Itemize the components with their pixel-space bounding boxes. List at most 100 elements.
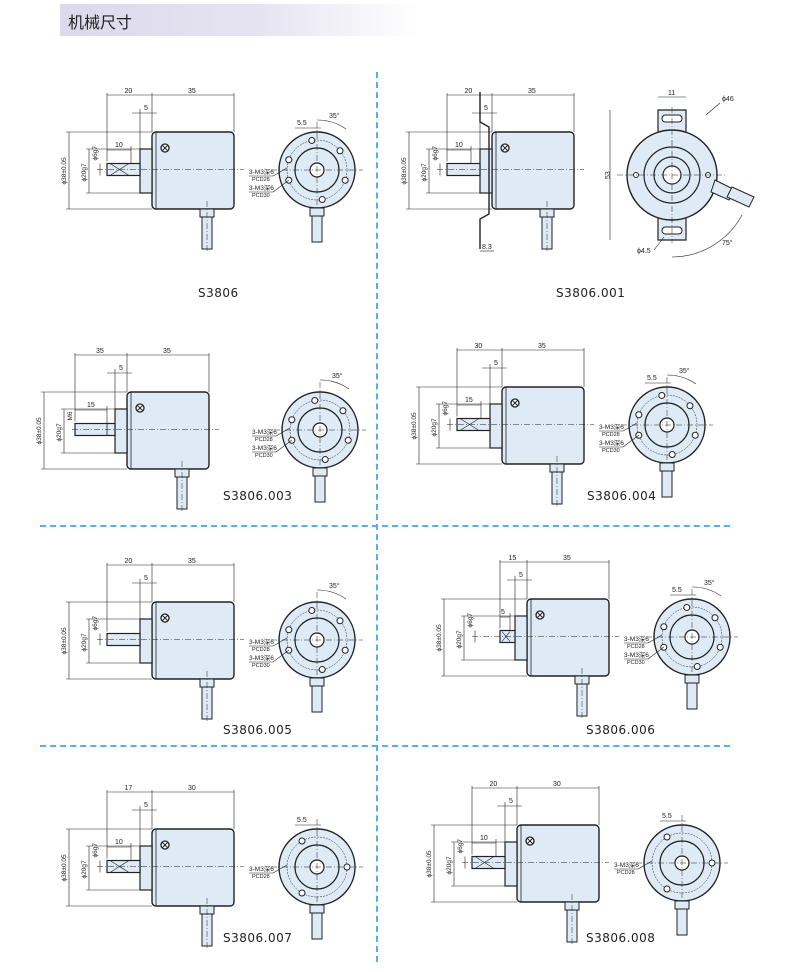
dim-shaft-dia: ϕ6g7: [92, 616, 99, 631]
cable: [676, 908, 688, 936]
dim-top-left: 20: [490, 781, 498, 788]
dim-top-left: 20: [465, 88, 473, 95]
dim-body-dia: ϕ38±0.05: [61, 157, 68, 184]
dim-body-dia: ϕ38±0.05: [411, 412, 418, 439]
dim-step: 5: [519, 572, 523, 579]
section-title: 机械尺寸: [68, 13, 133, 32]
model-label: S3806.003: [223, 489, 293, 503]
dim-offset: 5.5: [672, 587, 682, 594]
mount-hole: [693, 663, 701, 671]
dim-spigot-dia: ϕ20g7: [56, 423, 63, 441]
cable: [686, 682, 698, 710]
cable: [311, 912, 323, 940]
dim-top-right: 35: [528, 88, 536, 95]
dim-top-left: 30: [475, 343, 483, 350]
mount-hole: [663, 833, 671, 841]
spigot: [139, 618, 153, 664]
cable: [201, 686, 213, 720]
dim-step: 5: [494, 360, 498, 367]
dim-offset: 5.5: [297, 120, 307, 127]
cable-gland: [309, 677, 325, 687]
cable-gland: [312, 467, 328, 477]
hole-label: 3-M3深6: [252, 427, 277, 436]
dim-step: 5: [484, 105, 488, 112]
pcd-label: PCD28: [252, 647, 270, 653]
hole-label: 3-M3深6: [599, 438, 624, 447]
mount-hole: [708, 859, 716, 867]
spigot: [514, 615, 528, 661]
dim-step: 5: [119, 365, 123, 372]
hole-label: 3-M3深6: [252, 443, 277, 452]
dim-top-left: 15: [509, 555, 517, 562]
angle-arc: [666, 374, 697, 385]
angle-arc: [319, 379, 350, 390]
cable: [541, 216, 553, 250]
spigot: [479, 148, 493, 194]
cable: [566, 909, 578, 943]
dim-top-left: 20: [125, 88, 133, 95]
mount-hole: [344, 436, 352, 444]
dim-offset: 5.5: [297, 817, 307, 824]
mount-hole: [336, 617, 344, 625]
dim-body-dia: ϕ38±0.05: [36, 417, 43, 444]
cable: [726, 186, 755, 208]
mount-hole: [711, 614, 719, 622]
dim-angle: 75°: [722, 239, 733, 247]
cable: [201, 216, 213, 250]
cable-gland: [309, 904, 325, 914]
mount-hole: [308, 136, 316, 144]
dim-body-dia: ϕ38±0.05: [61, 854, 68, 881]
spigot: [489, 403, 503, 449]
dim-step: 5: [144, 105, 148, 112]
dim-height: 53: [605, 171, 612, 179]
spigot: [114, 408, 128, 454]
dim-step: 5: [144, 575, 148, 582]
spigot: [139, 148, 153, 194]
mount-hole: [686, 402, 694, 410]
mount-hole: [339, 407, 347, 415]
dim-top-right: 30: [553, 781, 561, 788]
cable-gland: [309, 207, 325, 217]
hole-label: 3-M3深6: [624, 650, 649, 659]
section-header: 机械尺寸: [60, 4, 420, 36]
dim-shaft-dia: ϕ6g7: [432, 146, 439, 161]
leader: [705, 102, 721, 116]
mount-hole: [341, 646, 349, 654]
cable: [661, 470, 673, 498]
dim-spigot-dia: ϕ20g7: [456, 630, 463, 648]
dim-top-right: 35: [538, 343, 546, 350]
leader: [653, 236, 665, 251]
angle-arc: [316, 119, 347, 130]
dim-shaft-dia: ϕ6g7: [467, 613, 474, 628]
horizontal-divider-2: [40, 745, 730, 747]
dim-body-dia: ϕ38±0.05: [426, 850, 433, 877]
model-label: S3806.005: [223, 723, 293, 737]
angle-arc: [671, 214, 743, 258]
model-label: S3806.001: [556, 286, 626, 300]
dim-shaft: 10: [480, 835, 488, 842]
pcd-label: PCD30: [252, 663, 270, 669]
dim-slot-dia: ϕ4.5: [637, 248, 651, 255]
dim-top-left: 35: [96, 348, 104, 355]
dim-flange: 8.3: [482, 244, 492, 251]
pcd-label: PCD28: [617, 870, 635, 876]
dim-shaft-dia: ϕ6g7: [442, 401, 449, 416]
dim-spigot-dia: ϕ20g7: [81, 633, 88, 651]
pcd-label: PCD28: [252, 177, 270, 183]
dim-offset: 5.5: [662, 813, 672, 820]
mount-hole: [635, 411, 643, 419]
pcd-label: PCD28: [252, 874, 270, 880]
cable: [311, 685, 323, 713]
mount-hole: [285, 156, 293, 164]
dim-shaft-dia: M6: [67, 411, 74, 420]
dim-shaft: 10: [115, 839, 123, 846]
dim-shaft-dia: ϕ6g7: [457, 839, 464, 854]
pcd-label: PCD30: [627, 660, 645, 666]
angle-arc: [316, 589, 347, 600]
